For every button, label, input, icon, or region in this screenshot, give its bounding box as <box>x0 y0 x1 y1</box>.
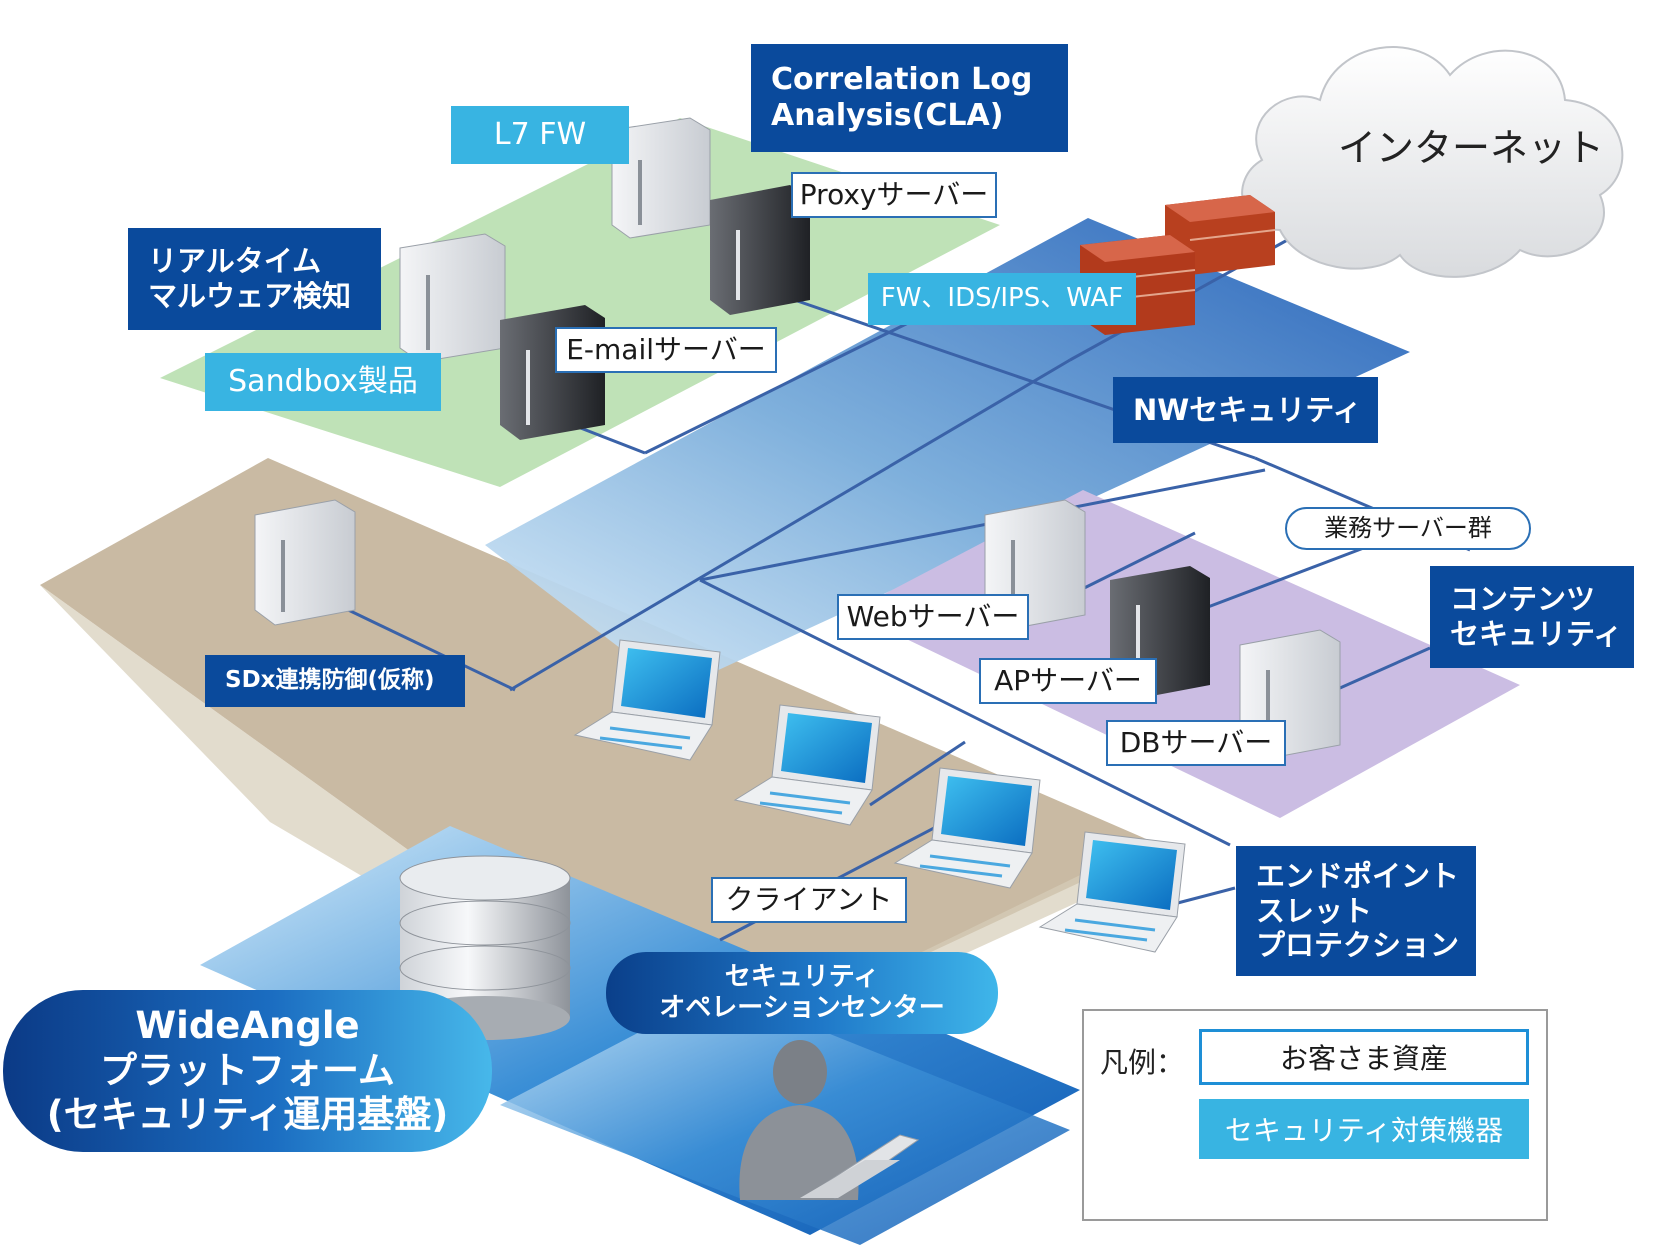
nw-security-label: NWセキュリティ <box>1113 377 1378 443</box>
wideangle-platform-label: WideAngle プラットフォーム (セキュリティ運用基盤) <box>3 990 492 1152</box>
endpoint-label: エンドポイント スレット プロテクション <box>1236 846 1476 976</box>
database-icon <box>399 855 571 1040</box>
sdx-server-icon <box>254 499 356 626</box>
realtime-malware-label: リアルタイム マルウェア検知 <box>128 228 381 330</box>
internet-label: インターネット <box>1338 126 1605 170</box>
laptop-icon <box>893 767 1041 889</box>
nw-security-plane <box>485 218 1410 690</box>
laptop-icon <box>573 639 721 761</box>
l7fw-server-icon <box>611 117 711 239</box>
fw-ids-waf-label: FW、IDS/IPS、WAF <box>868 273 1136 325</box>
proxy-server-label: Proxyサーバー <box>791 172 997 218</box>
sandbox-label: Sandbox製品 <box>205 353 441 411</box>
realtime-malware-server-icon <box>399 233 506 363</box>
sdx-label: SDx連携防御(仮称) <box>205 655 465 707</box>
legend: 凡例： お客さま資産 セキュリティ対策機器 <box>1082 1009 1548 1221</box>
ap-server-label: APサーバー <box>979 658 1157 704</box>
soc-label: セキュリティ オペレーションセンター <box>606 952 998 1034</box>
proxy-server-icon <box>710 185 810 315</box>
internet-cloud <box>1241 46 1624 278</box>
client-label: クライアント <box>711 877 907 923</box>
laptop-icon <box>1038 831 1186 953</box>
db-server-label: DBサーバー <box>1106 720 1286 766</box>
email-server-label: E-mailサーバー <box>555 327 777 373</box>
laptop-icon <box>733 704 881 826</box>
contents-security-label: コンテンツ セキュリティ <box>1430 566 1634 668</box>
legend-security-device: セキュリティ対策機器 <box>1199 1099 1529 1159</box>
business-servers-label: 業務サーバー群 <box>1285 507 1531 550</box>
l7fw-label: L7 FW <box>451 106 629 164</box>
web-server-label: Webサーバー <box>837 594 1029 640</box>
cla-label: Correlation Log Analysis(CLA) <box>751 44 1068 152</box>
legend-customer-asset: お客さま資産 <box>1199 1029 1529 1085</box>
operator-icon <box>739 1040 920 1200</box>
legend-title: 凡例： <box>1100 1046 1185 1079</box>
